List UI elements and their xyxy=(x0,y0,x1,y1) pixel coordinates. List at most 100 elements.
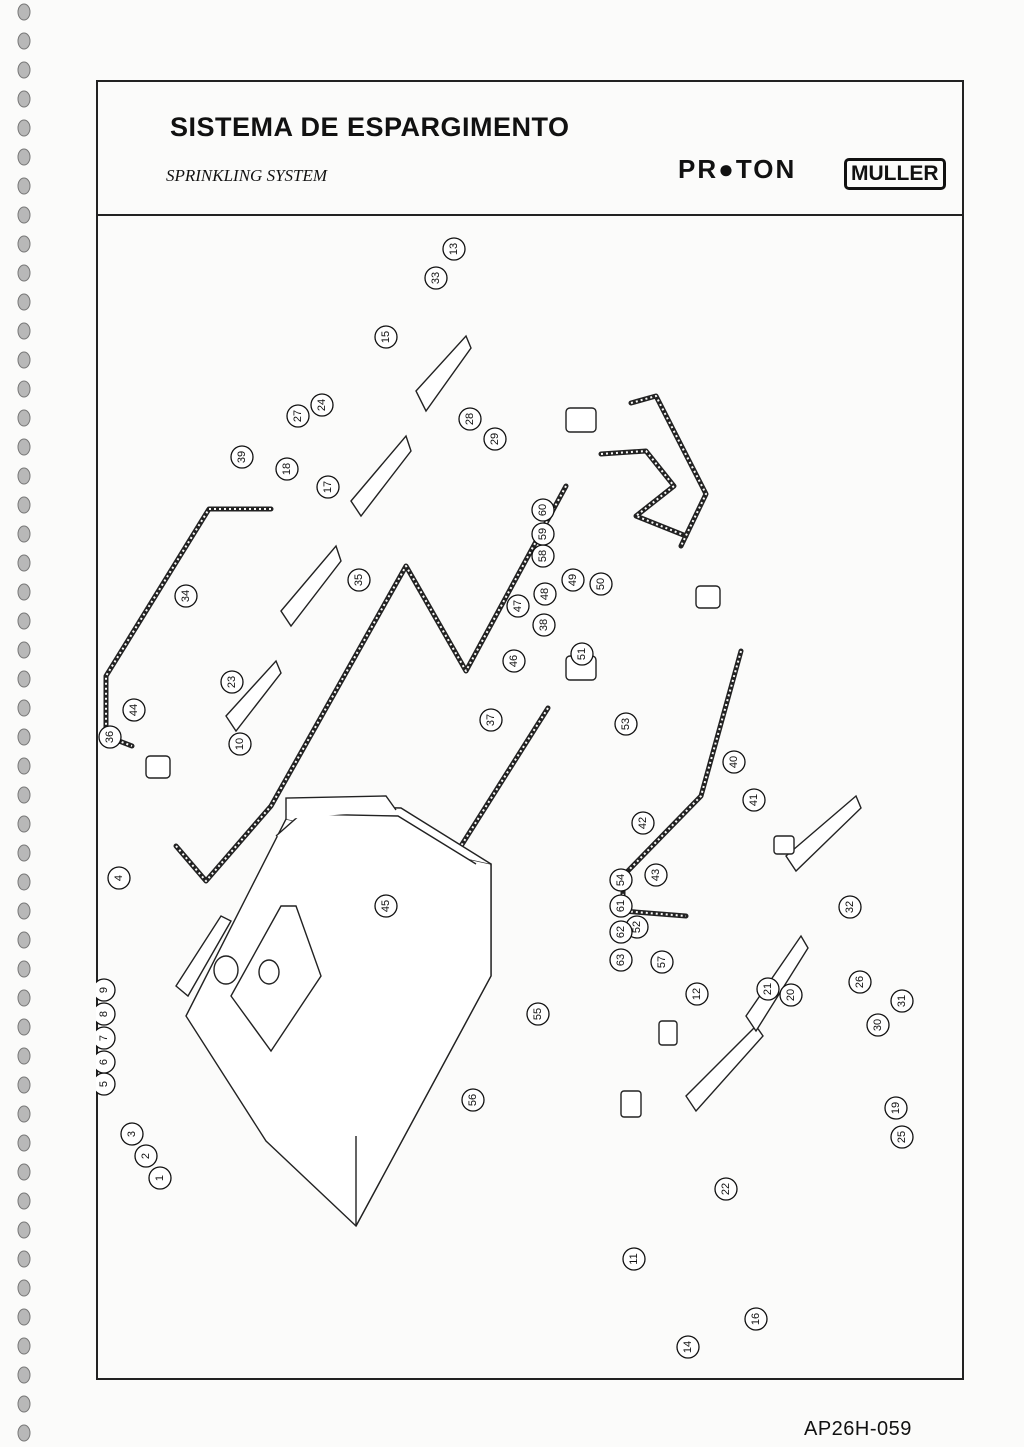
part-number-label: 41 xyxy=(748,794,760,806)
binding-ring xyxy=(17,293,31,311)
part-number-label: 60 xyxy=(537,504,549,516)
pipe-53 xyxy=(598,448,689,539)
binding-ring xyxy=(17,322,31,340)
part-balloon-9: 9 xyxy=(96,978,116,1002)
part-balloon-7: 7 xyxy=(96,1026,116,1050)
part-balloon-60: 60 xyxy=(531,498,555,522)
binding-ring xyxy=(17,1221,31,1239)
part-number-label: 18 xyxy=(281,463,293,475)
part-number-label: 27 xyxy=(292,410,304,422)
binding-ring xyxy=(17,61,31,79)
binding-ring xyxy=(17,1250,31,1268)
part-balloon-59: 59 xyxy=(531,522,555,546)
part-number-label: 28 xyxy=(464,413,476,425)
part-number-label: 50 xyxy=(595,578,607,590)
binding-ring xyxy=(17,960,31,978)
part-number-label: 30 xyxy=(872,1019,884,1031)
binding-ring xyxy=(17,1134,31,1152)
part-number-label: 53 xyxy=(620,718,632,730)
part-number-label: 46 xyxy=(508,655,520,667)
binding-ring xyxy=(17,554,31,572)
part-number-label: 37 xyxy=(485,714,497,726)
exploded-parts-diagram: 1234567891011121314151617181920212223242… xyxy=(96,237,914,1359)
part-number-label: 12 xyxy=(691,988,703,1000)
part-number-label: 55 xyxy=(532,1008,544,1020)
part-balloon-17: 17 xyxy=(316,475,340,499)
part-number-label: 59 xyxy=(537,528,549,540)
part-number-label: 42 xyxy=(637,817,649,829)
part-number-label: 33 xyxy=(430,272,442,284)
pipe-58-inner xyxy=(630,395,707,547)
binding-ring xyxy=(17,931,31,949)
water-tank xyxy=(175,795,492,1228)
part-number-label: 52 xyxy=(631,921,643,933)
pipe-57 xyxy=(620,648,744,919)
part-number-label: 48 xyxy=(539,588,551,600)
page-subtitle: SPRINKLING SYSTEM xyxy=(166,166,328,185)
binding-ring xyxy=(17,989,31,1007)
part-balloon-43: 43 xyxy=(644,863,668,887)
part-number-label: 56 xyxy=(467,1094,479,1106)
part-number-label: 61 xyxy=(615,900,627,912)
part-balloon-55: 55 xyxy=(526,1002,550,1026)
header-divider xyxy=(96,214,964,216)
part-balloon-28: 28 xyxy=(458,407,482,431)
binding-ring xyxy=(17,670,31,688)
binding-ring xyxy=(17,844,31,862)
binding-ring xyxy=(17,525,31,543)
part-number-label: 16 xyxy=(750,1313,762,1325)
binding-ring xyxy=(17,409,31,427)
page-title: SISTEMA DE ESPARGIMENTO xyxy=(170,112,570,142)
binding-ring xyxy=(17,902,31,920)
part-balloon-47: 47 xyxy=(506,594,530,618)
binding-ring xyxy=(17,177,31,195)
part-number-label: 5 xyxy=(98,1081,110,1087)
binding-ring xyxy=(17,1424,31,1442)
part-number-label: 24 xyxy=(316,399,328,411)
binding-ring xyxy=(17,380,31,398)
part-number-label: 45 xyxy=(380,900,392,912)
binding-ring xyxy=(17,235,31,253)
part-balloon-27: 27 xyxy=(286,404,310,428)
binding-ring xyxy=(17,1192,31,1210)
part-balloon-6: 6 xyxy=(96,1050,116,1074)
part-balloon-63: 63 xyxy=(609,948,633,972)
binding-ring xyxy=(17,351,31,369)
binding-ring xyxy=(17,873,31,891)
part-balloon-5: 5 xyxy=(96,1072,116,1096)
part-number-label: 13 xyxy=(448,243,460,255)
binding-ring xyxy=(17,786,31,804)
binding-ring xyxy=(17,1076,31,1094)
binding-ring xyxy=(17,1105,31,1123)
binding-ring xyxy=(17,3,31,21)
part-balloon-62: 62 xyxy=(609,920,633,944)
part-number-label: 21 xyxy=(762,983,774,995)
part-balloon-38: 38 xyxy=(532,613,556,637)
binding-ring xyxy=(17,641,31,659)
part-number-label: 6 xyxy=(98,1059,110,1065)
binding-ring xyxy=(17,757,31,775)
part-number-label: 31 xyxy=(896,995,908,1007)
binding-ring xyxy=(17,90,31,108)
part-balloon-13: 13 xyxy=(442,237,466,261)
part-balloon-56: 56 xyxy=(461,1088,485,1112)
part-balloon-2: 2 xyxy=(134,1144,158,1168)
part-balloon-16: 16 xyxy=(744,1307,768,1331)
part-balloon-19: 19 xyxy=(884,1096,908,1120)
part-balloon-37: 37 xyxy=(479,708,503,732)
part-balloon-26: 26 xyxy=(848,970,872,994)
part-balloon-42: 42 xyxy=(631,811,655,835)
part-number-label: 40 xyxy=(728,756,740,768)
part-balloon-29: 29 xyxy=(483,427,507,451)
part-balloon-14: 14 xyxy=(676,1335,700,1359)
part-number-label: 22 xyxy=(720,1183,732,1195)
part-balloon-49: 49 xyxy=(561,568,585,592)
binding-ring xyxy=(17,1163,31,1181)
binding-ring xyxy=(17,496,31,514)
part-number-label: 38 xyxy=(538,619,550,631)
part-balloon-44: 44 xyxy=(122,698,146,722)
binding-ring xyxy=(17,1279,31,1297)
part-number-label: 14 xyxy=(682,1341,694,1353)
part-number-label: 62 xyxy=(615,926,627,938)
pipe-44-return-inner xyxy=(175,485,567,882)
